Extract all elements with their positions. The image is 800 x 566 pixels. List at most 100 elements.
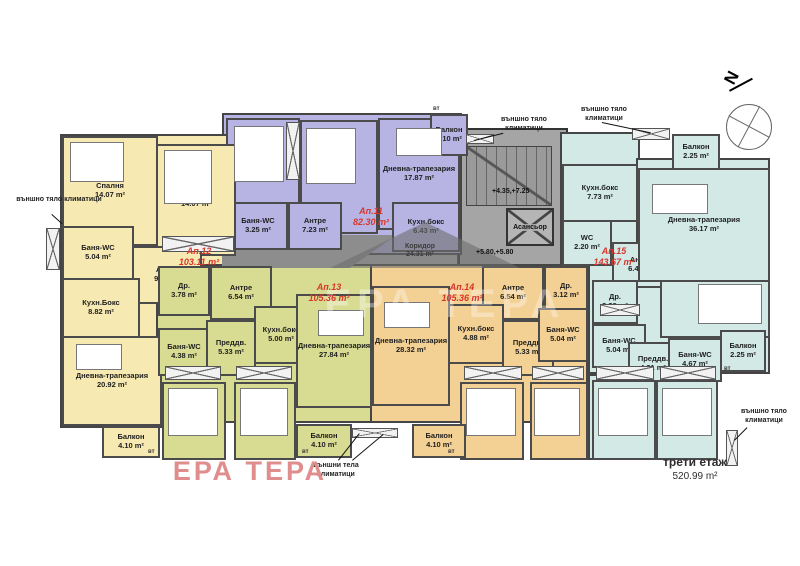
- room-name: Дневна-трапезария: [297, 341, 371, 351]
- corridor-label: Коридор 24.31 m²: [404, 243, 436, 259]
- bed-icon: [466, 388, 516, 436]
- apartment-total-area: 105.36 m²: [308, 293, 350, 304]
- room-area: 5.33 m²: [515, 347, 541, 356]
- room-area: 4.38 m²: [171, 351, 197, 360]
- wardrobe-hatch-icon: [46, 228, 60, 270]
- room-name: Баня-WC: [546, 325, 580, 335]
- apartment-id: Ап.14: [449, 282, 475, 292]
- room-area: 4.10 m²: [118, 441, 144, 450]
- room-area: 7.23 m²: [302, 225, 328, 234]
- bed-icon: [70, 142, 124, 182]
- room-name: Дневна-трапезария: [667, 215, 741, 225]
- wardrobe-hatch-icon: [596, 366, 654, 380]
- room-name: Антре: [501, 283, 525, 293]
- room-area: 7.73 m²: [587, 192, 613, 201]
- room-ap13-0: Др.3.78 m²: [158, 266, 210, 316]
- room-area: 4.88 m²: [463, 333, 489, 342]
- ac-label-left: външно тяло климатици: [16, 196, 102, 203]
- room-area: 5.00 m²: [268, 334, 294, 343]
- elevator-label: Асансьор: [511, 223, 549, 231]
- floor-title: трети етаж: [663, 455, 727, 469]
- apartment-total-area: 82.30 m²: [352, 217, 390, 228]
- wardrobe-hatch-icon: [286, 122, 300, 180]
- ac-label-right: външно тяло климатици: [741, 408, 787, 424]
- vt-mark: вт: [724, 366, 731, 372]
- staircase: [466, 146, 552, 206]
- room-area: 8.82 m²: [88, 307, 114, 316]
- room-area: 5.33 m²: [218, 347, 244, 356]
- room-name: Балкон: [729, 341, 757, 351]
- room-area: 4.10 m²: [311, 440, 337, 449]
- vt-mark: вт: [433, 106, 440, 112]
- apartment-id: Ап.11: [359, 206, 383, 216]
- room-name: Антре: [229, 283, 253, 293]
- room-name: Баня-WC: [678, 350, 712, 360]
- room-area: 20.92 m²: [96, 380, 128, 389]
- developer-logo: ЕРА ТЕРА: [172, 456, 328, 486]
- table-icon: [76, 344, 122, 370]
- ac-label-bottom: външни тела климатици: [313, 462, 359, 478]
- room-name: Дневна-трапезария: [75, 371, 149, 381]
- room-name: Балкон: [117, 432, 145, 442]
- compass-circle: [726, 104, 772, 150]
- room-name: Др.: [559, 281, 572, 291]
- room-name: Др.: [177, 281, 190, 291]
- wardrobe-hatch-icon: [600, 304, 640, 316]
- room-name: Кухн.бокс: [407, 217, 445, 227]
- room-name: Др.: [608, 292, 621, 302]
- room-area: 5.04 m²: [85, 252, 111, 261]
- vt-mark: вт: [302, 449, 309, 455]
- bed-icon: [598, 388, 648, 436]
- room-name: Кухн.бокс: [262, 325, 300, 335]
- wardrobe-hatch-icon: [352, 428, 398, 438]
- table-icon: [318, 310, 364, 336]
- room-area: 2.25 m²: [683, 151, 709, 160]
- wardrobe-hatch-icon: [660, 366, 716, 380]
- apartment-id: Ап.12: [186, 246, 212, 256]
- room-name: Балкон: [310, 431, 338, 441]
- bed-icon: [234, 126, 284, 182]
- room-name: Преддв.: [215, 338, 247, 348]
- wardrobe-hatch-icon: [165, 366, 221, 380]
- bed-icon: [662, 388, 712, 436]
- room-name: Преддв.: [637, 354, 669, 364]
- room-name: Кухн.бокс: [581, 183, 619, 193]
- room-area: 2.20 m²: [574, 242, 600, 251]
- vt-mark: вт: [448, 449, 455, 455]
- wardrobe-hatch-icon: [236, 366, 292, 380]
- room-area: 2.25 m²: [730, 350, 756, 359]
- room-name: WC: [580, 233, 594, 243]
- ac-label-top-center: външно тяло климатици: [501, 116, 547, 132]
- elevator: Асансьор: [506, 208, 554, 246]
- room-name: Баня-WC: [241, 216, 275, 226]
- table-icon: [396, 128, 442, 156]
- level-mark-upper: +4.35,+7.25: [492, 188, 530, 195]
- bed-icon: [306, 128, 356, 184]
- wardrobe-hatch-icon: [162, 236, 234, 252]
- apartment-total-area: 105.36 m²: [441, 293, 483, 304]
- room-area: 17.87 m²: [403, 173, 435, 182]
- wardrobe-hatch-icon: [726, 430, 738, 466]
- room-area: 3.12 m²: [553, 290, 579, 299]
- apartment-id: Ап.13: [316, 282, 342, 292]
- apartment-total-area: 143.67 m²: [593, 257, 635, 268]
- apartment-id: Ап.15: [601, 246, 627, 256]
- room-name: Кухн.Бокс: [82, 298, 120, 308]
- room-area: 6.54 m²: [500, 292, 526, 301]
- room-name: Антре: [303, 216, 327, 226]
- bed-icon: [240, 388, 288, 436]
